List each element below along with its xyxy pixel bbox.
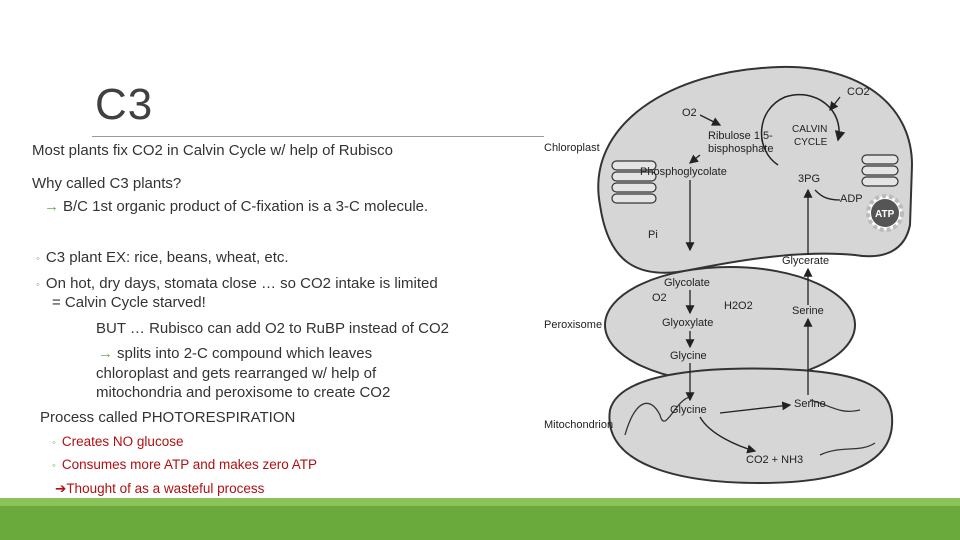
atp-gear-icon: ATP: [866, 194, 904, 232]
arrow-to-phosphoglycolate: [688, 154, 701, 164]
red-bullet-atp: ◦ Consumes more ATP and makes zero ATP: [52, 457, 317, 472]
red-bullet-no-glucose: ◦ Creates NO glucose: [52, 434, 183, 449]
glycolate-label: Glycolate: [664, 277, 710, 289]
serine-mito-label: Serine: [794, 398, 826, 410]
pi-label: Pi: [648, 229, 658, 241]
calvin-label: CALVIN: [792, 124, 827, 135]
bullet-hot-days-text: On hot, dry days, stomata close … so CO2…: [45, 275, 438, 292]
thylakoid-stack-right: [861, 154, 899, 187]
arrow-right-icon: ➔: [55, 481, 67, 496]
thylakoid-stack-left: [611, 160, 657, 204]
adp-label: ADP: [840, 193, 863, 205]
title-underline: [92, 136, 544, 137]
cristae-shape: [624, 396, 876, 456]
atp-label: ATP: [875, 209, 895, 220]
line-photorespiration: Process called PHOTORESPIRATION: [40, 409, 296, 426]
arrow-glycine-serine: [719, 401, 792, 414]
no-glucose-text: Creates NO glucose: [61, 434, 184, 449]
glycine-peroxisome-label: Glycine: [670, 350, 707, 362]
o2-mid-label: O2: [652, 292, 667, 304]
co2-top-label: CO2: [847, 86, 870, 98]
red-line-wasteful: ➔Thought of as a wasteful process: [55, 481, 264, 497]
bullet-hot-days: ◦ On hot, dry days, stomata close … so CO…: [36, 275, 438, 292]
arrow-adp: [814, 189, 841, 201]
peroxisome-shape: [604, 266, 856, 384]
arrow-right-icon: →: [44, 198, 59, 215]
line-rubisco-o2: BUT … Rubisco can add O2 to RuBP instead…: [96, 320, 449, 337]
glyoxylate-label: Glyoxylate: [662, 317, 713, 329]
serine-peroxisome-label: Serine: [792, 305, 824, 317]
glycerate-label: Glycerate: [782, 255, 829, 267]
because-text: B/C 1st organic product of C-fixation is…: [63, 198, 429, 215]
wasteful-text: Thought of as a wasteful process: [66, 481, 265, 496]
line-why-c3: Why called C3 plants?: [32, 175, 182, 192]
bisphosphate-label: bisphosphate: [708, 143, 773, 155]
bullet-examples: ◦ C3 plant EX: rice, beans, wheat, etc.: [36, 249, 289, 266]
arrow-glycine-co2: [699, 416, 757, 454]
line-mitochondria-peroxisome: mitochondria and peroxisome to create CO…: [96, 384, 391, 401]
arrow-o2: [699, 114, 722, 126]
bullet-examples-text: C3 plant EX: rice, beans, wheat, etc.: [45, 249, 289, 266]
line-splits: →splits into 2-C compound which leaves: [98, 345, 372, 362]
splits-text: splits into 2-C compound which leaves: [117, 345, 373, 362]
circle-bullet-icon: ◦: [36, 253, 40, 265]
photorespiration-diagram: Chloroplast Peroxisome Mitochondrion CO2…: [544, 65, 914, 485]
ribulose-label: Ribulose 1,5-: [708, 130, 773, 142]
slide-title: C3: [95, 80, 154, 129]
chloroplast-label: Chloroplast: [544, 142, 600, 154]
calvin-cycle-arrow: [760, 93, 846, 166]
footer-highlight: [0, 498, 960, 506]
arrow-right-icon: →: [98, 345, 113, 362]
circle-bullet-icon: ◦: [52, 460, 56, 472]
atp-text: Consumes more ATP and makes zero ATP: [61, 457, 318, 472]
glycine-mito-label: Glycine: [670, 404, 707, 416]
circle-bullet-icon: ◦: [36, 279, 40, 291]
phosphoglycolate-label: Phosphoglycolate: [640, 166, 727, 178]
line-calvin-starved: = Calvin Cycle starved!: [52, 294, 206, 311]
h2o2-label: H2O2: [724, 300, 753, 312]
arrow-co2-in: [829, 96, 841, 112]
line-most-plants: Most plants fix CO2 in Calvin Cycle w/ h…: [32, 142, 393, 159]
mitochondrion-label: Mitochondrion: [544, 419, 613, 431]
line-because: →B/C 1st organic product of C-fixation i…: [44, 198, 428, 215]
line-chloroplast-rearranged: chloroplast and gets rearranged w/ help …: [96, 365, 377, 382]
circle-bullet-icon: ◦: [52, 437, 56, 449]
co2-nh3-label: CO2 + NH3: [746, 454, 803, 466]
o2-top-label: O2: [682, 107, 697, 119]
3pg-label: 3PG: [798, 173, 820, 185]
cycle-label: CYCLE: [794, 137, 828, 148]
peroxisome-label: Peroxisome: [544, 319, 602, 331]
